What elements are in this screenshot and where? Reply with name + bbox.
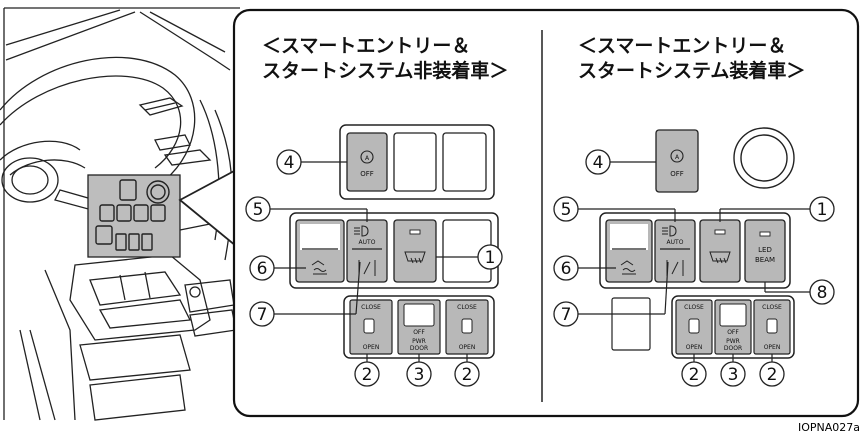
callout-5-number: 5 [561,200,572,220]
callout-2-number: 2 [767,365,778,385]
left-panel-title-line2: スタートシステム非装着車＞ [262,59,508,82]
stop-start-off-label: OFF [360,170,374,178]
auto-label: AUTO [667,239,684,246]
stop-start-off-label: OFF [670,170,684,178]
door-label: DOOR [724,345,742,352]
callout-3-number: 3 [414,365,425,385]
auto-high-beam-switch [346,219,388,283]
callout-1-marker [809,196,835,222]
callout-1-number: 1 [485,248,496,268]
vsc-off-icon [311,260,327,275]
callout-2-marker [454,361,480,387]
off-label: OFF [413,329,425,336]
callout-2-number: 2 [362,365,373,385]
callout-5-number: 5 [253,200,264,220]
auto-high-beam-icon [354,225,369,237]
callout-2-number: 2 [689,365,700,385]
callout-2-marker [354,361,380,387]
open-label: OPEN [363,344,380,351]
right-callouts: 4 5 1 6 8 7 2 3 2 [553,149,835,387]
rear-defogger-icon [404,251,426,264]
right-panel-title-line2: スタートシステム装着車＞ [578,59,805,82]
close-label: CLOSE [684,304,704,311]
callout-6-marker [553,255,579,281]
right-panel-switches: A OFF AUTO LED BEAM [599,127,795,359]
open-label: OPEN [764,344,781,351]
blank-switch [393,132,437,192]
storage-pocket [611,297,651,351]
callout-2-marker [681,361,707,387]
stop-start-off-switch [346,132,388,192]
door-label: DOOR [410,345,428,352]
callout-7-marker [553,301,579,327]
highlighted-switch-area [87,174,181,258]
callout-7-marker [249,301,275,327]
svg-text:A: A [675,154,680,161]
beam-label: BEAM [755,256,775,264]
figure-id: IOPNA027a [798,421,860,433]
dashboard-illustration [0,7,241,421]
right-panel-title-line1: ＜スマートエントリー＆ [578,35,786,57]
engine-start-button [733,127,795,189]
auto-label: AUTO [359,239,376,246]
right-leader-lines [578,161,810,362]
callout-8-marker [809,279,835,305]
off-label: OFF [727,329,739,336]
rear-defogger-switch [393,219,437,283]
callout-7-number: 7 [561,305,572,325]
pwr-label: PWR [412,338,426,345]
blank-switch [442,132,487,192]
callout-3-marker [720,361,746,387]
rear-defogger-switch [699,219,741,283]
close-label: CLOSE [361,304,381,311]
callout-3-marker [406,361,432,387]
stop-start-icon [360,150,374,164]
close-label: CLOSE [762,304,782,311]
callout-4-marker [585,149,611,175]
callout-2-marker [759,361,785,387]
auto-high-beam-icon [662,225,677,237]
close-label: CLOSE [457,304,477,311]
callout-pointer [178,168,237,248]
led-label: LED [758,246,772,254]
callout-8-number: 8 [817,283,828,303]
callout-6-marker [249,255,275,281]
callout-1-number: 1 [817,200,828,220]
left-leader-lines [270,161,478,362]
callout-6-number: 6 [561,259,572,279]
callout-5-marker [245,196,271,222]
stop-start-off-switch [655,129,699,193]
left-callouts: 4 5 6 1 7 2 3 2 [245,149,503,387]
callout-1-marker [477,244,503,270]
callout-4-number: 4 [593,153,604,173]
stop-start-icon [670,149,684,163]
pwr-label: PWR [726,338,740,345]
vsc-off-icon [620,260,636,275]
auto-high-beam-switch [654,219,696,283]
callout-5-marker [553,196,579,222]
callout-3-number: 3 [728,365,739,385]
open-label: OPEN [686,344,703,351]
rear-defogger-icon [709,251,731,264]
callout-4-number: 4 [284,153,295,173]
open-label: OPEN [459,344,476,351]
svg-text:A: A [365,155,370,162]
callout-6-number: 6 [257,259,268,279]
callout-2-number: 2 [462,365,473,385]
left-panel-switches: A OFF AUTO CLOSE OPEN [289,124,499,359]
callout-7-number: 7 [257,305,268,325]
callout-4-marker [276,149,302,175]
left-panel-title-line1: ＜スマートエントリー＆ [262,35,470,57]
